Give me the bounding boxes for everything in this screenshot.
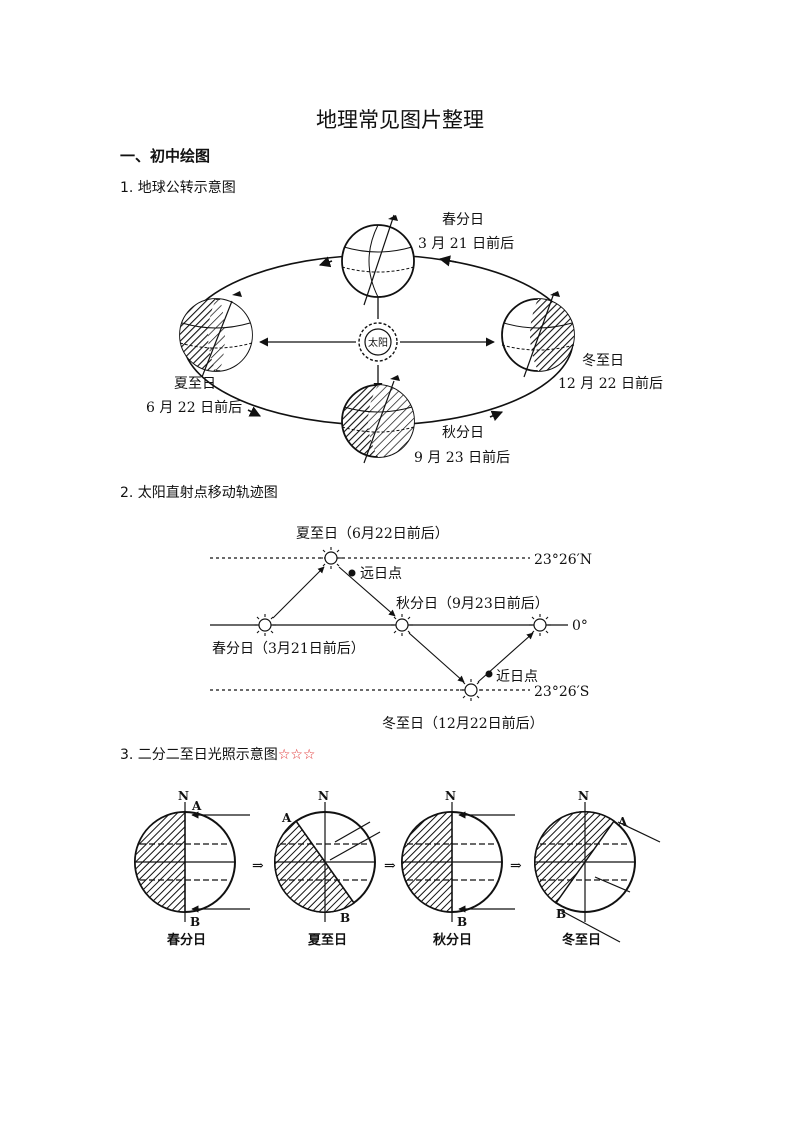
spring-date: 3 月 21 日前后 (418, 235, 514, 252)
page-title: 地理常见图片整理 (316, 108, 484, 132)
autumn-name: 秋分日 (442, 425, 484, 441)
lat-0-label: 0° (572, 618, 588, 634)
importance-stars: ☆☆☆ (277, 747, 316, 763)
track-autumn-label: 秋分日（9月23日前后） (396, 595, 549, 612)
illumination-diagram: N A B 春分日 ⇒ N A B 夏至日 ⇒ N B 秋分日 ⇒ (134, 789, 661, 948)
sun-track-diagram: 夏至日（6月22日前后） 远日点 秋分日（9月23日前后） 春分日（3月21日前… (210, 525, 592, 732)
summer-date: 6 月 22 日前后 (146, 399, 242, 416)
sun-icon: 太阳 (358, 322, 398, 362)
item-heading-illumination: 3. 二分二至日光照示意图☆☆☆ (120, 744, 315, 764)
item3-text: 3. 二分二至日光照示意图 (120, 747, 278, 763)
winter-date: 12 月 22 日前后 (558, 375, 663, 392)
track-winter-label: 冬至日（12月22日前后） (382, 715, 544, 732)
autumn-date: 9 月 23 日前后 (414, 449, 510, 466)
aphelion-label: 远日点 (360, 566, 402, 582)
globe-spring (341, 214, 415, 306)
globe-winter (501, 291, 575, 378)
arrow-right-icon: ⇒ (510, 858, 522, 874)
arrow-right-icon: ⇒ (384, 858, 396, 874)
globe-summer (179, 291, 253, 378)
label-spring: 春分日 (166, 932, 206, 948)
sun-label: 太阳 (368, 336, 388, 349)
label-autumn: 秋分日 (433, 932, 472, 948)
a-label: A (191, 799, 202, 813)
b-label: B (190, 915, 200, 929)
track-summer-label: 夏至日（6月22日前后） (296, 525, 449, 542)
a-label: A (617, 815, 628, 829)
lat-s-label: 23°26′S (534, 684, 589, 700)
globe-autumn (341, 375, 415, 464)
lat-n-label: 23°26′N (534, 552, 592, 568)
arrow-right-icon: ⇒ (252, 858, 264, 874)
n-label: N (578, 789, 589, 803)
aphelion-dot (348, 569, 356, 577)
revolution-diagram: 太阳 春分日 3 月 21 日前后 夏至日 6 月 22 日前后 冬至日 12 … (146, 212, 663, 466)
n-label: N (178, 789, 189, 803)
illum-globe-spring: N A B (134, 789, 250, 929)
b-label: B (457, 915, 467, 929)
b-label: B (340, 911, 350, 925)
n-label: N (318, 789, 329, 803)
item-heading-track: 2. 太阳直射点移动轨迹图 (120, 485, 278, 501)
perihelion-dot (485, 670, 493, 678)
illum-globe-winter: N A B (534, 789, 661, 943)
label-winter: 冬至日 (562, 932, 601, 948)
item-heading-revolution: 1. 地球公转示意图 (120, 180, 236, 196)
perihelion-label: 近日点 (496, 669, 538, 685)
a-label: A (281, 811, 292, 825)
section-heading: 一、初中绘图 (120, 147, 211, 165)
spring-name: 春分日 (442, 212, 484, 228)
n-label: N (445, 789, 456, 803)
label-summer: 夏至日 (307, 933, 347, 948)
illum-globe-autumn: N B (401, 789, 515, 929)
winter-name: 冬至日 (582, 353, 624, 369)
b-label: B (556, 907, 566, 921)
illum-globe-summer: N A B (274, 789, 381, 925)
track-spring-label: 春分日（3月21日前后） (212, 640, 365, 657)
summer-name: 夏至日 (174, 376, 216, 392)
